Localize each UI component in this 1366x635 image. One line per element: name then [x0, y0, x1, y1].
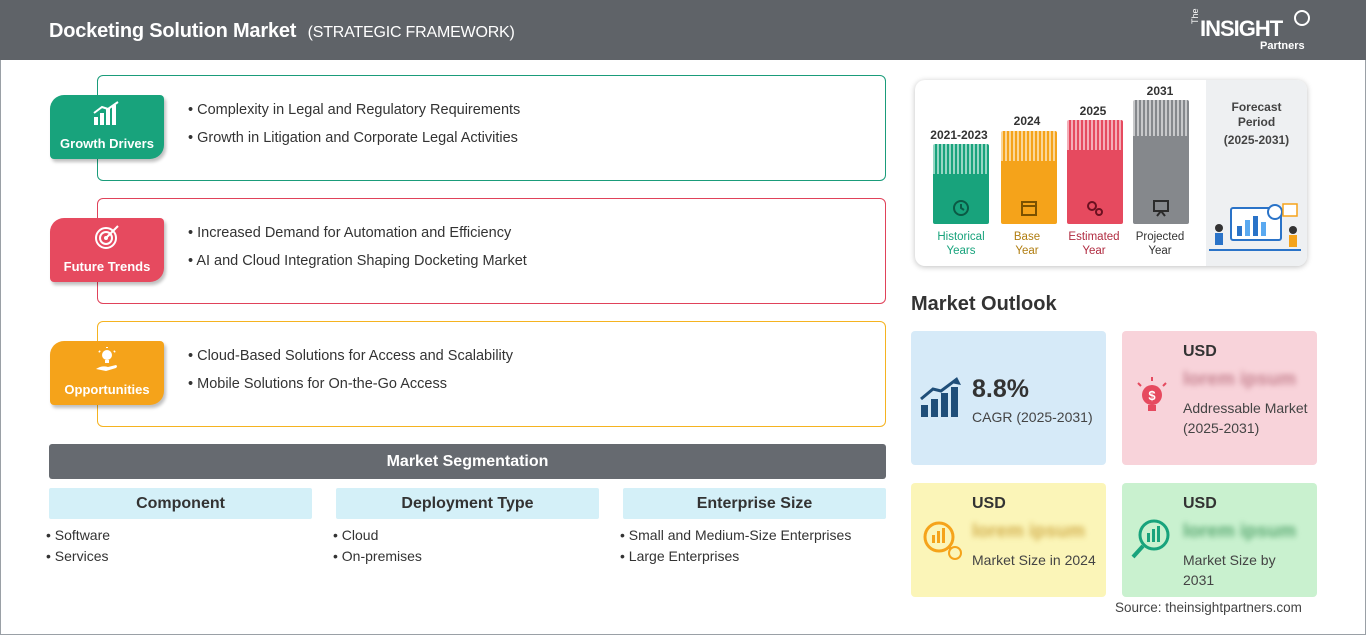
cagr-value: 8.8%: [972, 375, 1029, 403]
calendar-icon: [1021, 201, 1037, 216]
growth-drivers-card: Complexity in Legal and Regulatory Requi…: [97, 75, 886, 181]
opportunities-card: Cloud-Based Solutions for Access and Sca…: [97, 321, 886, 427]
source-link[interactable]: Source: theinsightpartners.com: [1115, 600, 1302, 615]
list-item: AI and Cloud Integration Shaping Docketi…: [188, 247, 526, 275]
addressable-market-label: Addressable Market (2025-2031): [1183, 400, 1308, 436]
list-item: Mobile Solutions for On-the-Go Access: [188, 370, 513, 398]
future-trends-tag: Future Trends: [50, 218, 164, 282]
bar-historical: [933, 144, 989, 224]
segment-deployment-type: Deployment Type Cloud On-premises: [336, 488, 599, 567]
title-text: Docketing Solution Market: [49, 20, 297, 42]
bar-label-line1: Estimated: [1068, 231, 1120, 243]
bar-year-base: 2024: [1013, 114, 1041, 128]
gears-icon: [1087, 201, 1103, 216]
market-size-2031-label: Market Size by 2031: [1183, 552, 1276, 588]
logo-ring-icon: [1294, 10, 1310, 26]
blurred-value: lorem ipsum: [1183, 521, 1296, 542]
bar-label-projected: Projected Year: [1125, 230, 1195, 258]
bar-label-line1: Historical: [937, 231, 985, 243]
presentation-icon: [1153, 200, 1169, 217]
logo-partners: Partners: [1260, 40, 1305, 52]
segment-header: Component: [49, 488, 312, 519]
list-item: Cloud: [333, 525, 599, 546]
growth-chart-icon: [93, 101, 119, 125]
bar-label-line2: Year: [1015, 245, 1039, 257]
forecast-title-line1: Forecast: [1231, 100, 1282, 114]
cagr-label: CAGR (2025-2031): [972, 409, 1093, 425]
tag-label: Future Trends: [63, 259, 151, 274]
blurred-value: lorem ipsum: [972, 521, 1085, 542]
money-chart-icon: [923, 521, 962, 560]
market-size-2031-card: USD lorem ipsum Market Size by 2031: [1122, 483, 1317, 597]
forecast-title-line2: Period: [1237, 115, 1276, 129]
list-item: Software: [46, 525, 312, 546]
forecast-period-range: (2025-2031): [1223, 133, 1290, 147]
analytics-illustration-icon: [1209, 203, 1301, 251]
bar-label-line2: Year: [1082, 245, 1106, 257]
addressable-market-card: $ USD lorem ipsum Addressable Market (20…: [1122, 331, 1317, 465]
timeline-panel: Forecast Period (2025-2031) 2021-2023 Hi…: [915, 80, 1307, 266]
bar-label-line1: Projected: [1135, 231, 1185, 243]
segment-component: Component Software Services: [49, 488, 312, 567]
market-segmentation-header: Market Segmentation: [49, 444, 886, 479]
list-item: Complexity in Legal and Regulatory Requi…: [188, 96, 520, 124]
segment-enterprise-size: Enterprise Size Small and Medium-Size En…: [623, 488, 886, 567]
bar-year-estimated: 2025: [1079, 104, 1107, 118]
list-item: Small and Medium-Size Enterprises: [620, 525, 886, 546]
opportunities-tag: Opportunities: [50, 341, 164, 405]
page-title: Docketing Solution Market (STRATEGIC FRA…: [49, 20, 515, 43]
cagr-card: 8.8% CAGR (2025-2031): [911, 331, 1106, 465]
market-outlook-title: Market Outlook: [911, 293, 1057, 315]
title-subtitle: (STRATEGIC FRAMEWORK): [307, 24, 515, 41]
segment-header: Enterprise Size: [623, 488, 886, 519]
list-item: Growth in Litigation and Corporate Legal…: [188, 124, 520, 152]
insight-partners-logo[interactable]: The INSIGHT Partners: [1190, 8, 1320, 54]
growth-chart-icon: [920, 377, 961, 417]
lightbulb-dollar-icon: $: [1137, 377, 1167, 411]
future-trends-card: Increased Demand for Automation and Effi…: [97, 198, 886, 304]
history-icon: [953, 200, 969, 216]
bar-label-historical: Historical Years: [926, 230, 996, 258]
bar-label-line2: Years: [946, 245, 976, 257]
bar-label-line2: Year: [1148, 245, 1172, 257]
usd-label: USD: [1183, 343, 1217, 360]
blurred-value: lorem ipsum: [1183, 369, 1296, 390]
bar-label-base: Base Year: [992, 230, 1062, 258]
lightbulb-hand-icon: [96, 347, 117, 371]
list-item: Services: [46, 546, 312, 567]
market-size-2024-label: Market Size in 2024: [972, 552, 1096, 568]
bar-projected: [1133, 100, 1189, 224]
logo-insight: INSIGHT: [1200, 16, 1283, 41]
magnifier-chart-icon: [1131, 519, 1170, 559]
list-item: Cloud-Based Solutions for Access and Sca…: [188, 342, 513, 370]
logo-the: The: [1190, 8, 1200, 24]
usd-label: USD: [1183, 495, 1217, 512]
bar-label-line1: Base: [1013, 231, 1041, 243]
target-icon: [95, 225, 119, 249]
bar-base: [1001, 131, 1057, 224]
list-item: Large Enterprises: [620, 546, 886, 567]
tag-label: Growth Drivers: [60, 136, 154, 151]
bar-label-estimated: Estimated Year: [1059, 230, 1129, 258]
market-size-2024-card: USD lorem ipsum Market Size in 2024: [911, 483, 1106, 597]
bar-estimated: [1067, 120, 1123, 224]
usd-label: USD: [972, 495, 1006, 512]
bar-year-historical: 2021-2023: [930, 128, 988, 142]
tag-label: Opportunities: [64, 382, 150, 397]
list-item: On-premises: [333, 546, 599, 567]
forecast-period-title: Forecast Period: [1206, 100, 1307, 130]
svg-text:$: $: [1148, 388, 1156, 403]
header-bar: Docketing Solution Market (STRATEGIC FRA…: [0, 0, 1366, 60]
list-item: Increased Demand for Automation and Effi…: [188, 219, 527, 247]
segment-header: Deployment Type: [336, 488, 599, 519]
growth-drivers-tag: Growth Drivers: [50, 95, 164, 159]
bar-year-projected: 2031: [1146, 84, 1174, 98]
